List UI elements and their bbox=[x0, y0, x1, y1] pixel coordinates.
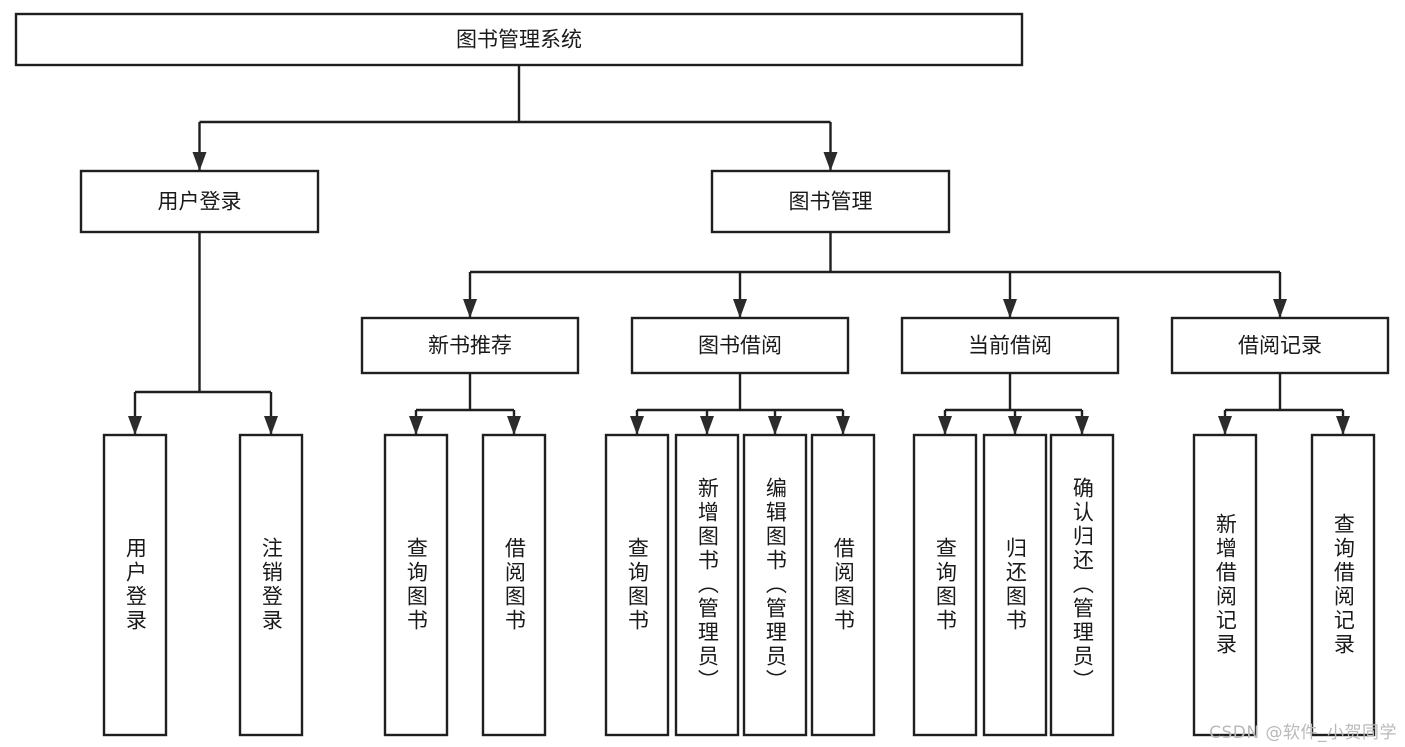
node-level2-box-0[interactable] bbox=[79, 169, 320, 234]
current-to-leaves-arrowhead-2 bbox=[1075, 416, 1089, 435]
node-leaf-box-3[interactable] bbox=[481, 433, 547, 737]
node-level3-box-3[interactable] bbox=[1170, 316, 1390, 375]
borrow-to-leaves-arrowhead-3 bbox=[836, 416, 850, 435]
node-level3-box-1[interactable] bbox=[630, 316, 850, 375]
node-level2-box-1[interactable] bbox=[710, 169, 951, 234]
newbook-to-leaves-arrowhead-0 bbox=[409, 416, 423, 435]
node-leaf-box-9[interactable] bbox=[982, 433, 1048, 737]
watermark-text: CSDN @软件_小贺同学 bbox=[1209, 723, 1397, 743]
node-level2-label-0: 用户登录 bbox=[158, 190, 242, 214]
node-leaf-box-10[interactable] bbox=[1049, 433, 1115, 737]
node-level3-box-2[interactable] bbox=[900, 316, 1120, 375]
record-to-leaves-arrowhead-1 bbox=[1336, 416, 1350, 435]
node-leaf-box-11[interactable] bbox=[1192, 433, 1258, 737]
node-leaf-box-8[interactable] bbox=[912, 433, 978, 737]
login-to-leaves-arrowhead-0 bbox=[128, 416, 142, 435]
node-leaf-box-5[interactable] bbox=[674, 433, 740, 737]
node-leaf-box-4[interactable] bbox=[604, 433, 670, 737]
node-leaf-box-0[interactable] bbox=[102, 433, 168, 737]
node-level3-label-1: 图书借阅 bbox=[698, 334, 782, 358]
node-leaf-box-1[interactable] bbox=[238, 433, 304, 737]
newbook-to-leaves-arrowhead-1 bbox=[507, 416, 521, 435]
borrow-to-leaves-arrowhead-1 bbox=[700, 416, 714, 435]
record-to-leaves-arrowhead-0 bbox=[1218, 416, 1232, 435]
books-to-level3-arrowhead-3 bbox=[1273, 299, 1287, 318]
node-level3-label-2: 当前借阅 bbox=[968, 334, 1052, 358]
books-to-level3-arrowhead-0 bbox=[463, 299, 477, 318]
node-leaf-box-12[interactable] bbox=[1310, 433, 1376, 737]
node-root-box[interactable] bbox=[14, 12, 1024, 67]
node-leaf-box-7[interactable] bbox=[810, 433, 876, 737]
node-level3-label-0: 新书推荐 bbox=[428, 334, 512, 358]
node-leaf-box-6[interactable] bbox=[742, 433, 808, 737]
node-leaf-box-2[interactable] bbox=[383, 433, 449, 737]
books-to-level3-arrowhead-2 bbox=[1003, 299, 1017, 318]
connector-layer bbox=[128, 65, 1350, 435]
node-level2-label-1: 图书管理 bbox=[789, 190, 873, 214]
root-to-level2-arrowhead-1 bbox=[823, 152, 838, 171]
node-level3-label-3: 借阅记录 bbox=[1238, 334, 1322, 358]
current-to-leaves-arrowhead-0 bbox=[938, 416, 952, 435]
login-to-leaves-arrowhead-1 bbox=[264, 416, 278, 435]
books-to-level3-arrowhead-1 bbox=[733, 299, 747, 318]
current-to-leaves-arrowhead-1 bbox=[1008, 416, 1022, 435]
root-to-level2-arrowhead-0 bbox=[192, 152, 207, 171]
node-level3-box-0[interactable] bbox=[360, 316, 580, 375]
node-root-label: 图书管理系统 bbox=[456, 28, 582, 52]
borrow-to-leaves-arrowhead-0 bbox=[630, 416, 644, 435]
borrow-to-leaves-arrowhead-2 bbox=[768, 416, 782, 435]
